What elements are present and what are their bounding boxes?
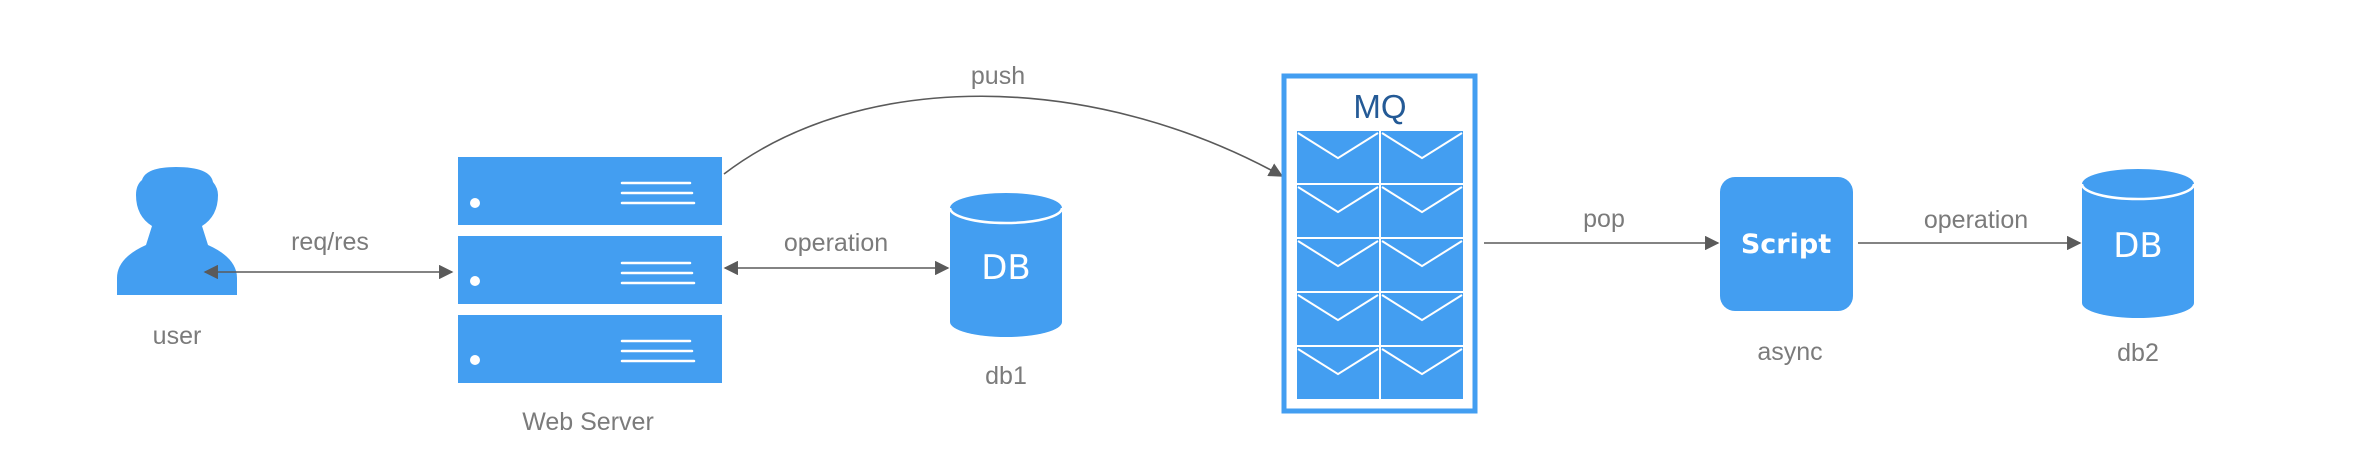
user-label: user — [153, 322, 202, 350]
db2-node: DB db2 — [2080, 169, 2196, 367]
edge-user-web: req/res — [203, 228, 454, 280]
envelope-icon — [1295, 345, 1381, 401]
edge-script-db2: operation — [1858, 206, 2082, 251]
mq-node: MQ — [1281, 73, 1478, 414]
database-icon — [948, 193, 1064, 337]
envelope-icon — [1295, 291, 1381, 347]
server-unit — [458, 315, 722, 383]
envelope-icon — [1379, 183, 1465, 239]
server-unit — [458, 157, 722, 225]
script-label: async — [1757, 338, 1822, 366]
envelope-icon — [1379, 345, 1465, 401]
edge-web-db1: operation — [723, 229, 950, 276]
envelope-icon — [1295, 129, 1381, 185]
web-server-node: Web Server — [458, 157, 722, 436]
edge-web-db1-label: operation — [784, 229, 888, 257]
db2-label: db2 — [2117, 339, 2159, 367]
script-node: Script async — [1720, 177, 1853, 366]
message-queue-icon — [1295, 129, 1465, 401]
db1-node: DB db1 — [948, 193, 1064, 390]
db1-text: DB — [981, 248, 1031, 288]
edge-web-mq-arrow — [723, 95, 1284, 177]
user-icon — [117, 167, 237, 295]
edge-web-mq: push — [723, 62, 1284, 177]
edge-web-mq-label: push — [971, 62, 1025, 90]
edge-mq-script: pop — [1484, 205, 1720, 251]
database-icon — [2080, 169, 2196, 318]
envelope-icon — [1295, 183, 1381, 239]
server-unit — [458, 236, 722, 304]
server-rack-icon — [458, 157, 722, 383]
envelope-icon — [1379, 129, 1465, 185]
script-box — [1720, 177, 1853, 311]
envelope-icon — [1295, 237, 1381, 293]
edge-mq-script-label: pop — [1583, 205, 1625, 233]
mq-frame — [1281, 73, 1478, 414]
db2-text: DB — [2113, 226, 2163, 266]
edge-user-web-label: req/res — [291, 228, 369, 256]
envelope-icon — [1379, 291, 1465, 347]
edge-script-db2-label: operation — [1924, 206, 2028, 234]
user-node: user — [117, 167, 237, 350]
mq-title: MQ — [1353, 88, 1406, 125]
db1-label: db1 — [985, 362, 1027, 390]
script-text: Script — [1741, 229, 1831, 260]
web-server-label: Web Server — [522, 408, 654, 436]
envelope-icon — [1379, 237, 1465, 293]
